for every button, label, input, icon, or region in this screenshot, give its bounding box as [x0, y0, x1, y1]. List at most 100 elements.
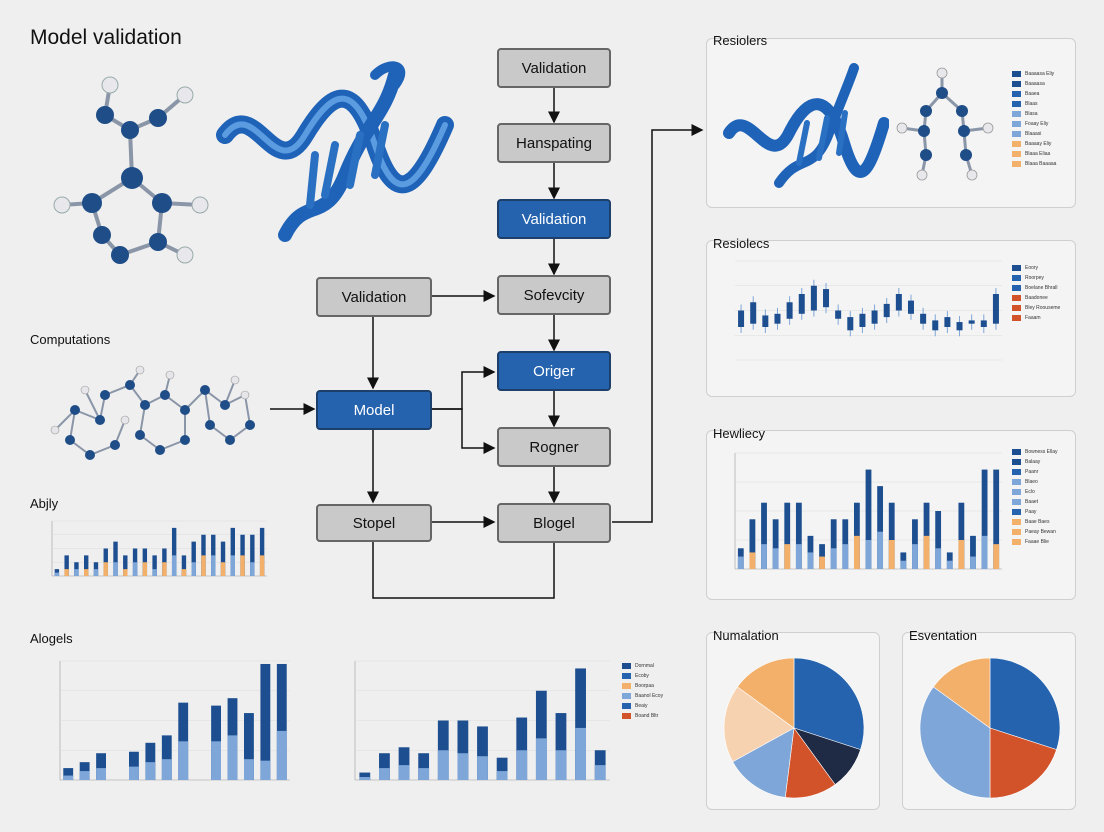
legend-label: Blaas	[1025, 101, 1038, 107]
candle-body	[859, 313, 866, 327]
bar-segment	[178, 741, 189, 780]
bar	[152, 555, 157, 576]
bar-segment	[496, 771, 508, 780]
legend-swatch	[1012, 141, 1021, 147]
candle-body	[798, 294, 805, 314]
legend-swatch	[1012, 305, 1021, 311]
flow-node-hanspating[interactable]: Hanspating	[497, 123, 611, 163]
candle-body	[883, 303, 890, 318]
bar	[259, 527, 265, 576]
pie-slice	[989, 657, 1061, 751]
legend-label: Baae Baes	[1025, 519, 1050, 525]
flow-node-label: Validation	[341, 288, 407, 306]
bar-segment	[877, 531, 884, 569]
bar	[123, 555, 128, 576]
legend-swatch	[1012, 519, 1021, 525]
legend-swatch	[1012, 295, 1021, 301]
legend-swatch	[622, 713, 631, 719]
flow-node-validation-1[interactable]: Validation	[497, 48, 611, 88]
legend-label: Blaaa Baaaaa	[1025, 161, 1057, 167]
legend-swatch	[1012, 529, 1021, 535]
flow-node-model[interactable]: Model	[316, 390, 432, 430]
candle-body	[920, 313, 927, 324]
bar-segment	[276, 730, 287, 780]
bar-segment	[162, 562, 167, 576]
legend-item: Blaaa Baaaaa	[1012, 159, 1056, 169]
bar-segment	[842, 544, 849, 569]
bar-segment	[79, 771, 90, 780]
flow-node-label: Model	[353, 401, 395, 419]
flow-node-label: Validation	[521, 210, 587, 228]
legend-item: Paeay Bewan	[1012, 527, 1058, 537]
legend-swatch	[1012, 101, 1021, 107]
hewliecy-title: Hewliecy	[713, 426, 766, 441]
legend-label: Paay	[1025, 509, 1037, 515]
page-title: Model validation	[30, 26, 182, 49]
legend-swatch	[1012, 315, 1021, 321]
bar	[96, 753, 106, 780]
bar	[865, 469, 872, 569]
legend-item: Faaam	[1012, 313, 1060, 323]
bar-segment	[912, 544, 918, 569]
bar-segment	[795, 544, 802, 569]
resiolers-title: Resiolers	[713, 33, 768, 48]
candle-body	[762, 315, 769, 327]
legend-item: Boorpaa	[622, 681, 663, 691]
bar	[958, 502, 965, 569]
flow-node-origer[interactable]: Origer	[497, 351, 611, 391]
protein-ribbon-illustration	[216, 61, 454, 242]
bar-segment	[594, 765, 606, 780]
bar	[516, 717, 528, 780]
bar-segment	[161, 759, 172, 780]
pie-slice	[736, 657, 795, 729]
bar	[260, 663, 271, 780]
legend-item: Paay	[1012, 507, 1058, 517]
flow-node-sofevcity[interactable]: Sofevcity	[497, 275, 611, 315]
legend-label: Foaay Eliy	[1025, 121, 1049, 127]
esventation-panel: Esventation	[902, 628, 1076, 810]
bar	[981, 469, 988, 569]
bar	[171, 527, 177, 576]
legend-label: Boorpaa	[635, 683, 654, 689]
legend-swatch	[1012, 265, 1021, 271]
protein-ribbon-small	[723, 63, 889, 188]
flow-node-validation-3[interactable]: Validation	[316, 277, 432, 317]
bar-segment	[477, 756, 488, 780]
abily-label: Abjly	[30, 496, 59, 511]
candle-body	[847, 317, 854, 331]
hewliecy-chart	[734, 452, 1002, 570]
bar-segment	[64, 569, 69, 576]
bar-segment	[113, 562, 118, 576]
legend-item: Baaaasa	[1012, 79, 1056, 89]
bar-segment	[888, 540, 895, 569]
legend-item: Eoory	[1012, 263, 1060, 273]
legend-label: Boelane Bhrall	[1025, 285, 1058, 291]
bar-segment	[830, 548, 837, 569]
bar-segment	[772, 548, 779, 569]
legend-label: Faaae Blie	[1025, 539, 1049, 545]
legend-swatch	[1012, 539, 1021, 545]
legend-label: Beaiy	[635, 703, 648, 709]
legend-label: Paanr	[1025, 469, 1039, 475]
bar-segment	[129, 766, 139, 780]
bar-segment	[93, 569, 99, 576]
flow-node-stopel[interactable]: Stopel	[316, 504, 432, 542]
bar	[359, 772, 371, 780]
bar	[877, 486, 884, 569]
flow-node-blogel[interactable]: Blogel	[497, 503, 611, 543]
legend-item: Bley Roouseme	[1012, 303, 1060, 313]
bar	[457, 720, 469, 780]
bar-segment	[191, 562, 196, 576]
bar	[761, 502, 767, 569]
legend-item: Balaay	[1012, 457, 1058, 467]
flow-node-validation-2[interactable]: Validation	[497, 199, 611, 239]
bar-segment	[437, 750, 449, 780]
legend-swatch	[622, 693, 631, 699]
esventation-title: Esventation	[909, 628, 977, 643]
legend-item: Beaiy	[622, 701, 663, 711]
legend-item: Ecoby	[622, 671, 663, 681]
flow-node-rogner[interactable]: Rogner	[497, 427, 611, 467]
bar	[970, 535, 976, 569]
bar	[842, 519, 849, 569]
numalation-panel: Numalation	[706, 628, 880, 810]
